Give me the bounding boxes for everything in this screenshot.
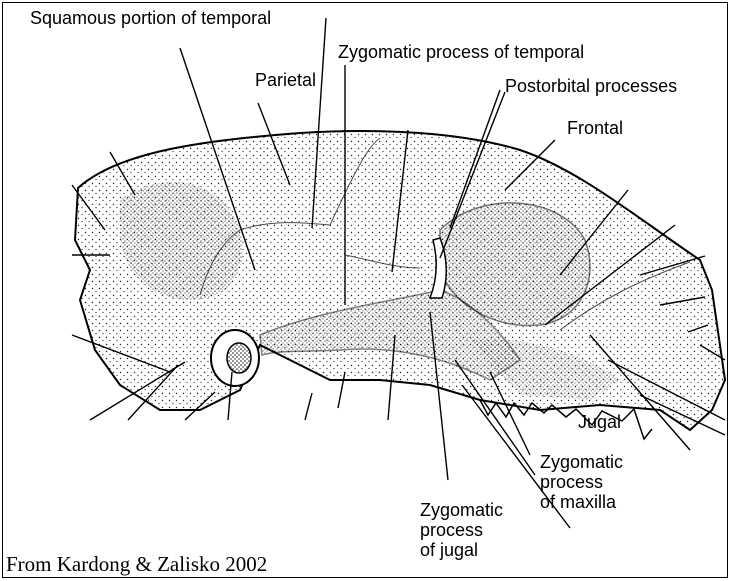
label-parietal: Parietal [255,70,316,90]
label-zygomatic-process-temporal: Zygomatic process of temporal [338,42,584,62]
label-line: of jugal [420,540,503,560]
label-line: process [540,472,623,492]
auditory-meatus-inner [227,343,251,373]
label-postorbital-processes: Postorbital processes [505,76,677,96]
label-line: Zygomatic [540,452,623,472]
source-credit: From Kardong & Zalisko 2002 [6,552,267,577]
label-line: Zygomatic [420,500,503,520]
label-jugal: Jugal [578,412,621,432]
label-frontal: Frontal [567,118,623,138]
label-zygomatic-process-maxilla: Zygomatic process of maxilla [540,452,623,512]
label-line: process [420,520,503,540]
label-squamous-temporal: Squamous portion of temporal [30,8,271,28]
label-line: of maxilla [540,492,623,512]
label-zygomatic-process-jugal: Zygomatic process of jugal [420,500,503,560]
